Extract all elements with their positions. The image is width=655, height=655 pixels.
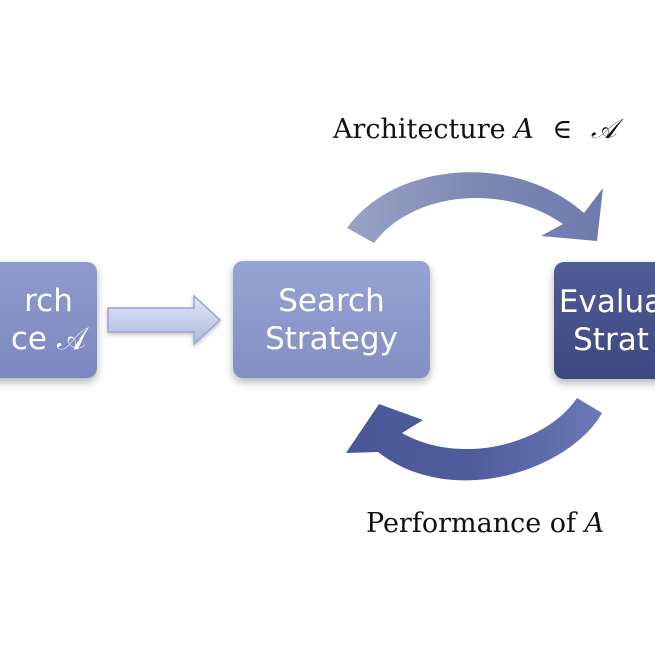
search-space-box: rch ce 𝒜 — [0, 262, 97, 378]
search-strategy-box: Search Strategy — [233, 261, 430, 378]
arrow-bottom-curved — [346, 398, 602, 481]
evaluation-strategy-line1: Evalua — [558, 283, 655, 320]
performance-label-text: Performance of — [366, 508, 577, 539]
arrow-space-to-strategy — [107, 294, 222, 346]
search-strategy-line1: Search — [278, 282, 385, 319]
search-strategy-line2: Strategy — [265, 320, 398, 357]
element-of-symbol: ∈ — [552, 114, 573, 145]
architecture-variable: A — [514, 114, 534, 145]
arrow-top-curved — [347, 172, 603, 243]
search-space-symbol: 𝒜 — [590, 114, 617, 145]
architecture-label-text: Architecture — [333, 114, 506, 145]
search-space-line1: rch — [24, 283, 73, 319]
architecture-label: Architecture A ∈ 𝒜 — [333, 114, 616, 146]
performance-label: Performance of A — [366, 508, 604, 539]
evaluation-strategy-box: Evalua Strat — [554, 262, 655, 379]
performance-variable: A — [584, 508, 605, 539]
search-space-line2: ce 𝒜 — [10, 321, 87, 357]
evaluation-strategy-line2: Strat — [573, 321, 649, 358]
